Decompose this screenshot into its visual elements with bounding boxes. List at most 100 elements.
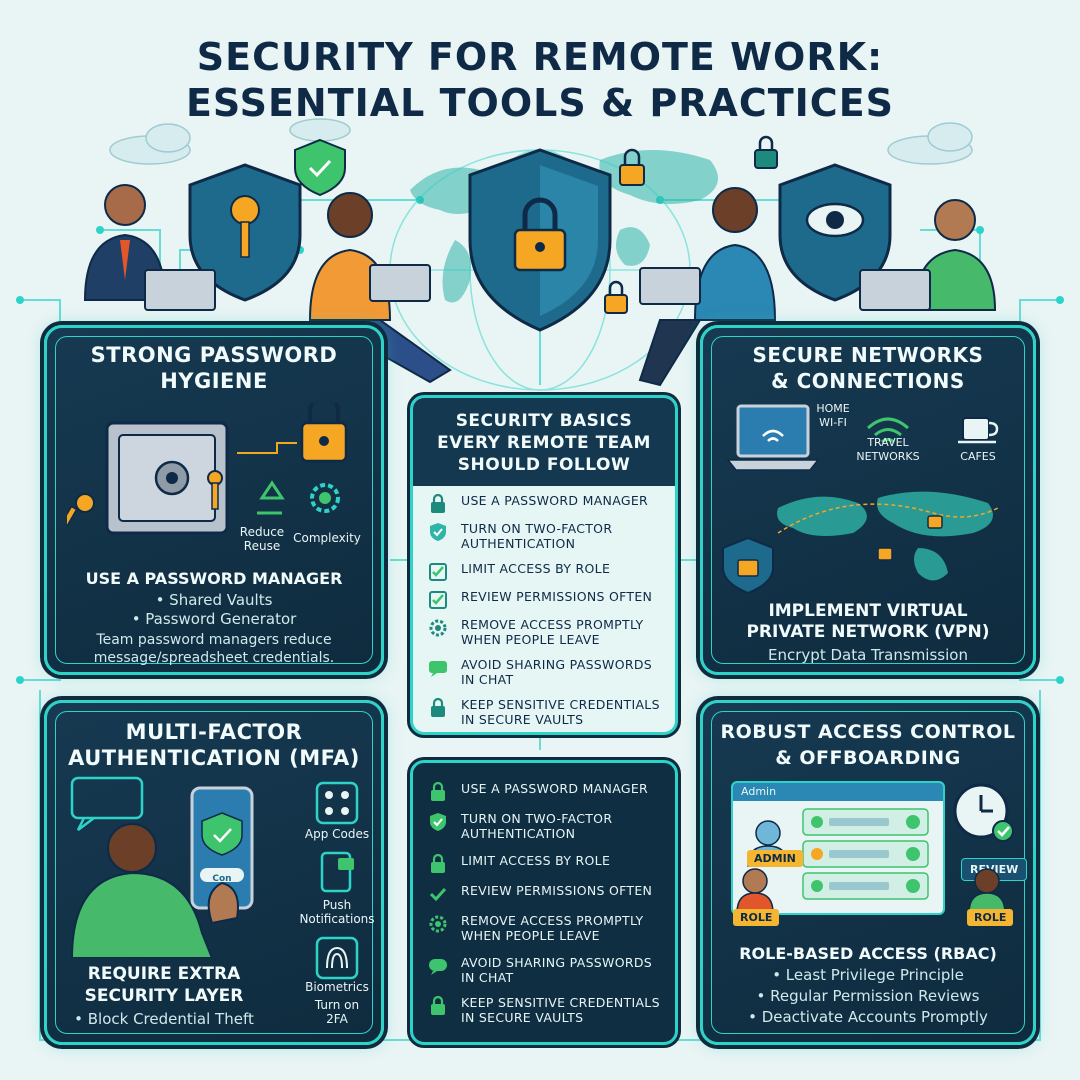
label-biometrics: Biometrics [305,980,369,994]
vpn-subheading-1: IMPLEMENT VIRTUAL [768,601,968,621]
label-push-2: Notifications [299,912,375,926]
panel-title-line2: & CONNECTIONS [771,369,965,393]
vpn-shield-icon [722,536,774,595]
password-note-1: Team password managers reduce [96,632,332,648]
center-title-line1: SECURITY BASICS [455,411,633,431]
clock-icon [953,783,1014,842]
label-app-codes: App Codes [304,827,370,841]
map-lock-icons [877,515,943,561]
shield-check-icon [430,523,446,541]
checklist-item: REVIEW PERMISSIONS OFTEN [413,883,675,905]
checklist-item: USE A PASSWORD MANAGER [413,781,675,803]
checklist-text: TURN ON TWO-FACTOR AUTHENTICATION [461,521,613,551]
coffee-cup-icon [958,417,999,444]
checkmark-icon [429,887,447,902]
checklist-text: LIMIT ACCESS BY ROLE [461,853,611,868]
label-travel-2: NETWORKS [856,450,920,463]
phone-confirm-button[interactable]: Con [212,874,232,884]
label-travel-1: TRAVEL [867,436,909,449]
checklist-text: KEEP SENSITIVE CREDENTIALS IN SECURE VAU… [461,697,660,727]
rbac-bullet-1: • Least Privilege Principle [772,966,964,984]
checklist-text: KEEP SENSITIVE CREDENTIALS IN SECURE VAU… [461,995,660,1025]
panel-title-line1: SECURE NETWORKS [752,343,984,367]
lock-icon [431,995,445,1015]
network-illustration [722,404,999,595]
phone-icon [190,786,254,910]
padlock-icon [300,403,348,463]
checklist-item: AVOID SHARING PASSWORDS IN CHAT [413,657,675,687]
security-basics-panel: SECURITY BASICS EVERY REMOTE TEAM SHOULD… [410,395,678,735]
mfa-methods-icons [315,781,359,980]
checklist-text: USE A PASSWORD MANAGER [461,493,649,508]
lock-icon [431,697,445,717]
label-push-1: Push [322,898,352,912]
mfa-illustration [70,776,254,958]
laptop-icon [726,404,820,471]
mfa-subheading-1: REQUIRE EXTRA [87,964,241,984]
checklist-item: USE A PASSWORD MANAGER [413,493,675,515]
small-shield-check-icon [294,138,346,197]
checklist-text: REVIEW PERMISSIONS OFTEN [461,883,653,898]
label-complexity: Complexity [293,531,361,545]
panel-title-line1: STRONG PASSWORD [90,343,338,367]
checklist-item: REMOVE ACCESS PROMPTLY WHEN PEOPLE LEAVE [413,617,675,647]
label-reduce-2: Reuse [243,539,281,553]
recycle-icon [257,480,285,515]
user-row [802,872,929,900]
label-cafes: CAFES [960,450,996,463]
center-title-line2: EVERY REMOTE TEAM [437,433,651,453]
small-lock-icons [604,135,778,314]
safe-illustration [67,403,348,535]
secure-networks-panel: SECURE NETWORKS & CONNECTIONS [700,325,1036,675]
app-codes-icon [315,781,359,825]
person-center-left [308,192,452,384]
security-checklist-panel: USE A PASSWORD MANAGER TURN ON TWO-FACTO… [410,760,678,1045]
lock-icon [431,781,445,801]
checklist-item: AVOID SHARING PASSWORDS IN CHAT [413,955,675,985]
password-bullet-2: • Password Generator [131,610,297,628]
checkbox-icon [429,563,447,581]
mfa-panel: MULTI-FACTOR AUTHENTICATION (MFA) Con [44,700,384,1045]
password-bullet-1: • Shared Vaults [155,591,273,609]
speech-bubble-icon [70,776,144,831]
label-turn-on-2: 2FA [326,1012,348,1026]
admin-window: Admin [731,781,945,915]
checklist-text: AVOID SHARING PASSWORDS IN CHAT [461,657,652,687]
admin-badge: ADMIN [747,850,803,867]
admin-window-title: Admin [733,783,943,801]
checklist-text: USE A PASSWORD MANAGER [461,781,649,796]
center-title-line3: SHOULD FOLLOW [457,455,631,475]
security-basics-header [413,398,675,486]
checklist-text: REMOVE ACCESS PROMPTLY WHEN PEOPLE LEAVE [461,617,644,647]
checklist-item: TURN ON TWO-FACTOR AUTHENTICATION [413,521,675,551]
panel-title-line2: AUTHENTICATION (MFA) [68,746,360,770]
checklist-text: REMOVE ACCESS PROMPTLY WHEN PEOPLE LEAVE [461,913,644,943]
mfa-subheading-2: SECURITY LAYER [84,986,244,1006]
center-shield-icon [468,148,612,332]
gear-icon [310,483,340,513]
gear-icon [429,619,447,637]
page-title-line2: ESSENTIAL TOOLS & PRACTICES [185,81,895,125]
checklist-item: LIMIT ACCESS BY ROLE [413,561,675,583]
chat-icon [429,661,447,677]
vpn-bullet-1: Encrypt Data Transmission [768,646,968,664]
person-center-right [638,187,777,387]
checklist-item: TURN ON TWO-FACTOR AUTHENTICATION [413,811,675,841]
lock-icon [431,493,445,513]
password-note-2: message/spreadsheet credentials. [93,650,335,666]
user-row [802,808,929,836]
panel-title-line1: ROBUST ACCESS CONTROL [720,721,1016,743]
checklist-text: TURN ON TWO-FACTOR AUTHENTICATION [461,811,613,841]
checklist-text: REVIEW PERMISSIONS OFTEN [461,589,653,604]
shield-key-icon [188,163,302,302]
password-hygiene-panel: STRONG PASSWORD HYGIENE Reduce Reuse Com… [44,325,384,675]
lock-icon [431,853,445,873]
vpn-subheading-2: PRIVATE NETWORK (VPN) [746,622,990,642]
label-home-2: WI-FI [819,416,847,429]
wifi-icon [866,417,910,444]
person-left [83,184,216,311]
checklist-text: AVOID SHARING PASSWORDS IN CHAT [461,955,652,985]
page-title-line1: SECURITY FOR REMOTE WORK: [196,35,884,79]
checklist-item: REVIEW PERMISSIONS OFTEN [413,589,675,611]
